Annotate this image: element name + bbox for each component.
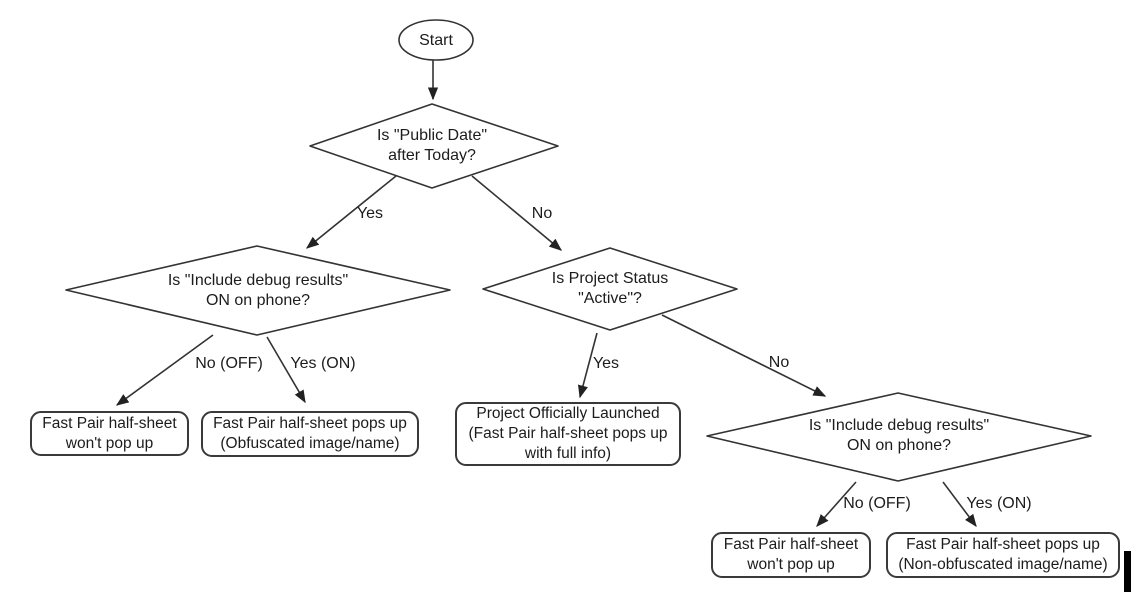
edge-label-status-yes: Yes [592,355,620,372]
terminal-obfuscated-label: Fast Pair half-sheet pops up (Obfuscated… [213,415,407,452]
decision-public-date-shape [309,103,559,189]
arrow-status-no [661,314,827,397]
edge-label-debug-right-no: No (OFF) [843,495,911,512]
terminal-wont-pop-up-left: Fast Pair half-sheet won't pop up [30,411,189,456]
terminal-non-obfuscated: Fast Pair half-sheet pops up (Non-obfusc… [886,532,1120,578]
arrow-debug-left-no [115,334,214,406]
terminal-non-obfuscated-label: Fast Pair half-sheet pops up (Non-obfusc… [898,536,1108,573]
decision-project-status-shape [482,247,738,331]
terminal-launched: Project Officially Launched (Fast Pair h… [455,402,681,466]
decision-debug-right-shape [706,392,1092,482]
terminal-obfuscated: Fast Pair half-sheet pops up (Obfuscated… [201,411,419,457]
terminal-launched-label: Project Officially Launched (Fast Pair h… [468,405,668,462]
arrow-debug-right-no [816,481,857,527]
start-ellipse-shape [398,19,474,61]
edge-label-debug-right-yes: Yes (ON) [966,495,1032,512]
decision-debug-right-label: Is "Include debug results" ON on phone? [808,417,990,454]
text-cursor [1124,551,1131,592]
decision-debug-left-label: Is "Include debug results" ON on phone? [167,272,349,309]
edge-label-public-date-no: No [531,205,553,222]
edge-label-debug-left-yes: Yes (ON) [290,355,356,372]
arrow-public-date-no [471,175,562,251]
terminal-wont-pop-up-right: Fast Pair half-sheet won't pop up [711,532,871,578]
decision-public-date-label: Is "Public Date" after Today? [376,127,488,164]
start-node: Start [419,32,453,49]
arrow-public-date-yes [306,175,397,249]
decision-debug-left-shape [65,245,451,336]
edge-label-debug-left-no: No (OFF) [195,355,263,372]
decision-project-status-label: Is Project Status "Active"? [551,270,669,307]
arrow-status-yes [578,332,598,399]
arrow-debug-left-yes [266,336,306,404]
arrow-debug-right-yes [942,481,977,528]
terminal-wont-pop-up-left-label: Fast Pair half-sheet won't pop up [42,414,177,452]
terminal-wont-pop-up-right-label: Fast Pair half-sheet won't pop up [723,536,859,573]
edge-label-status-no: No [768,354,790,371]
edge-label-public-date-yes: Yes [356,205,384,222]
